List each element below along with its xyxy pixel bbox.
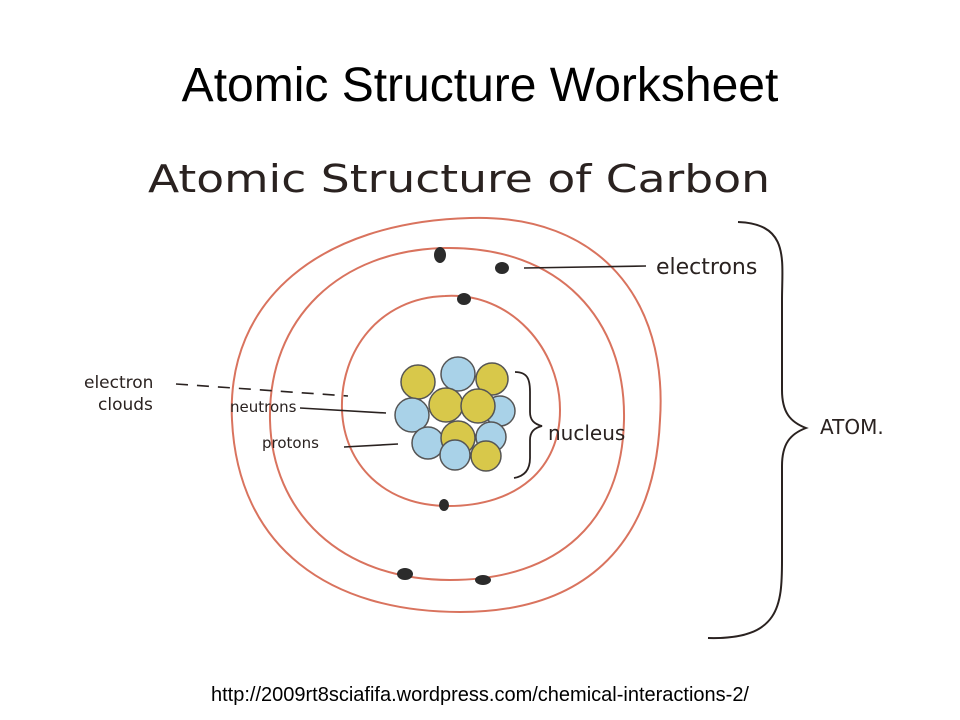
middle-electron-shell <box>268 246 626 582</box>
electron-clouds-label-line1: electron <box>84 373 153 393</box>
outer-electron-cloud <box>230 216 662 614</box>
protons-pointer-line <box>343 443 399 448</box>
proton <box>428 387 464 423</box>
electron <box>457 293 471 305</box>
proton <box>470 440 502 472</box>
electron <box>439 499 449 511</box>
neutron <box>439 439 471 471</box>
nucleus-bracket <box>513 371 543 479</box>
electron <box>397 568 413 580</box>
electron-clouds-pointer-line <box>175 383 349 397</box>
electron <box>434 247 446 263</box>
electron-clouds-label-line2: clouds <box>98 395 153 415</box>
atom-label: ATOM. <box>820 415 884 439</box>
neutron <box>394 397 430 433</box>
diagram-heading: Atomic Structure of Carbon <box>148 157 770 201</box>
proton <box>400 364 436 400</box>
neutron <box>411 426 445 460</box>
electron <box>475 575 491 585</box>
neutrons-pointer-line <box>299 407 387 414</box>
source-url: http://2009rt8sciafifa.wordpress.com/che… <box>210 684 749 706</box>
neutron <box>440 356 476 392</box>
proton <box>460 388 496 424</box>
neutrons-label: neutrons <box>230 398 297 416</box>
electrons-group <box>397 247 509 585</box>
leader-lines <box>175 265 647 448</box>
slide-title: Atomic Structure Worksheet <box>181 59 779 112</box>
electrons-label: electrons <box>656 255 757 280</box>
atom-bracket <box>707 221 809 640</box>
protons-label: protons <box>262 434 319 452</box>
electrons-pointer-line <box>523 265 647 269</box>
nucleus <box>394 356 516 472</box>
nucleus-label: nucleus <box>548 421 625 445</box>
proton <box>475 362 509 396</box>
electron <box>495 262 509 274</box>
